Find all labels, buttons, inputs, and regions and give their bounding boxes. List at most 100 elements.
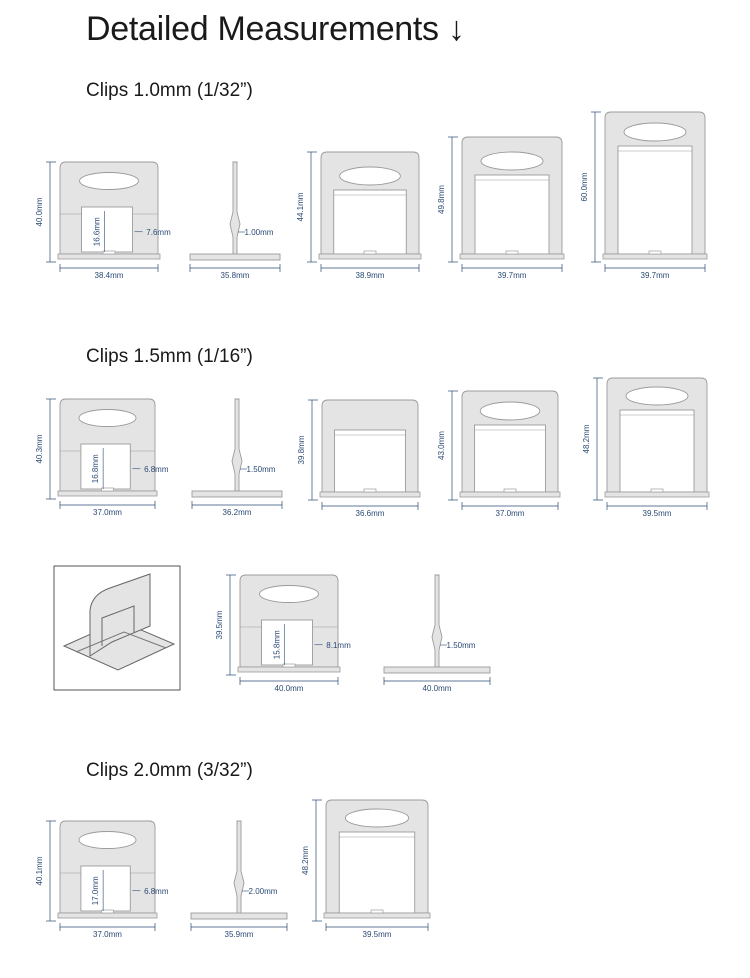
width-label: 37.0mm [496,509,525,518]
thickness-label: 1.50mm [447,641,476,650]
clip-base [237,666,341,673]
gap-label: 8.1mm [326,641,351,650]
section-heading-2mm: Clips 2.0mm (3/32”) [86,760,253,781]
clip-window [261,619,313,666]
width-label: 40.0mm [423,684,452,693]
clip-2mm-2-profile-view: 2.00mm 35.9mm [190,820,288,939]
height-label: 39.8mm [297,435,306,464]
clip-handle-hole [78,409,137,427]
clip-window [81,206,133,253]
clip-handle-hole [623,122,687,142]
clip-1-5mm-extra-2-side-view: 15.8mm 8.1mm 39.5mm 40.0mm [215,574,351,693]
inner-height-label: 15.8mm [272,630,281,659]
clip-handle-hole [259,585,319,603]
section-heading-1mm: Clips 1.0mm (1/32”) [86,80,253,101]
height-label: 49.8mm [437,185,446,214]
clip-window [333,189,407,255]
width-label: 36.6mm [356,509,385,518]
width-label: 37.0mm [93,930,122,939]
clip-1mm-3-front-view: 44.1mm 38.9mm [296,151,422,280]
inner-height-label: 17.0mm [91,876,100,905]
height-label: 43.0mm [437,431,446,460]
width-label: 39.5mm [363,930,392,939]
clip-base [319,491,421,498]
clip-base [57,912,158,919]
clip-base [459,491,561,498]
clip-1mm-2-profile-view: 1.00mm 35.8mm [189,161,281,280]
height-label: 48.2mm [301,846,310,875]
clip-window [338,831,416,914]
gap-label: 6.8mm [144,465,169,474]
clip-base [57,253,161,260]
thickness-label: 2.00mm [249,887,278,896]
clip-handle-hole [480,151,544,171]
clip-handle-hole [479,401,541,421]
clip-1-5mm-2-profile-view: 1.50mm 36.2mm [191,398,283,517]
clip-window [474,424,546,493]
clip-1-5mm-1-side-view: 16.8mm 6.8mm 40.3mm 37.0mm [35,398,169,517]
width-label: 39.7mm [498,271,527,280]
clip-1mm-4-front-view: 49.8mm 39.7mm [437,136,565,280]
clip-profile-stem [431,574,443,668]
clip-base [602,253,708,260]
page-title: Detailed Measurements ↓ [86,10,465,48]
clip-1mm-1-side-view: 16.6mm 7.6mm 40.0mm 38.4mm [35,161,171,280]
clip-1-5mm-extra-3-profile-view: 1.50mm 40.0mm [383,574,491,693]
width-label: 36.2mm [223,508,252,517]
clip-1-5mm-5-front-view: 48.2mm 39.5mm [582,377,710,518]
clip-1-5mm-3-front-view: 39.8mm 36.6mm [297,399,421,518]
section-heading-1-5mm: Clips 1.5mm (1/16”) [86,346,253,367]
clip-handle-hole [79,172,139,190]
height-label: 39.5mm [215,610,224,639]
clip-base [318,253,422,260]
clip-handle-hole [344,808,410,828]
clip-2mm-3-front-view: 48.2mm 39.5mm [301,799,431,939]
clip-photo-blade [89,573,151,657]
width-label: 35.8mm [221,271,250,280]
clip-1-5mm-4-front-view: 43.0mm 37.0mm [437,390,561,518]
inner-height-label: 16.6mm [92,217,101,246]
width-label: 40.0mm [275,684,304,693]
clip-base [459,253,565,260]
clip-window [619,409,695,493]
height-label: 60.0mm [580,172,589,201]
thickness-label: 1.50mm [247,465,276,474]
clip-profile-stem [229,161,241,255]
clip-base [323,912,431,919]
clip-window [80,865,131,912]
width-label: 39.7mm [641,271,670,280]
width-label: 39.5mm [643,509,672,518]
clip-window [617,145,693,255]
clip-profile-stem [231,398,243,492]
gap-label: 7.6mm [146,228,171,237]
width-label: 37.0mm [93,508,122,517]
clip-window [334,429,406,493]
clip-1mm-5-front-view: 60.0mm 39.7mm [580,111,708,280]
clip-window [474,174,550,255]
height-label: 44.1mm [296,192,305,221]
width-label: 38.9mm [356,271,385,280]
clip-handle-hole [78,831,137,849]
thickness-label: 1.00mm [245,228,274,237]
height-label: 48.2mm [582,424,591,453]
clip-profile-stem [233,820,245,914]
gap-label: 6.8mm [144,887,169,896]
inner-height-label: 16.8mm [91,454,100,483]
clip-base [57,490,158,497]
clip-profile-base [189,253,281,261]
height-label: 40.1mm [35,856,44,885]
clip-2mm-1-side-view: 17.0mm 6.8mm 40.1mm 37.0mm [35,820,169,939]
clip-1-5mm-extra-1-photo [53,565,181,691]
width-label: 35.9mm [225,930,254,939]
clip-handle-hole [625,386,689,406]
clip-profile-base [383,666,491,674]
clip-handle-hole [339,166,401,186]
clip-window [80,443,131,490]
clip-profile-base [191,490,283,498]
clip-base [604,491,710,498]
height-label: 40.3mm [35,434,44,463]
width-label: 38.4mm [95,271,124,280]
clip-profile-base [190,912,288,920]
height-label: 40.0mm [35,197,44,226]
